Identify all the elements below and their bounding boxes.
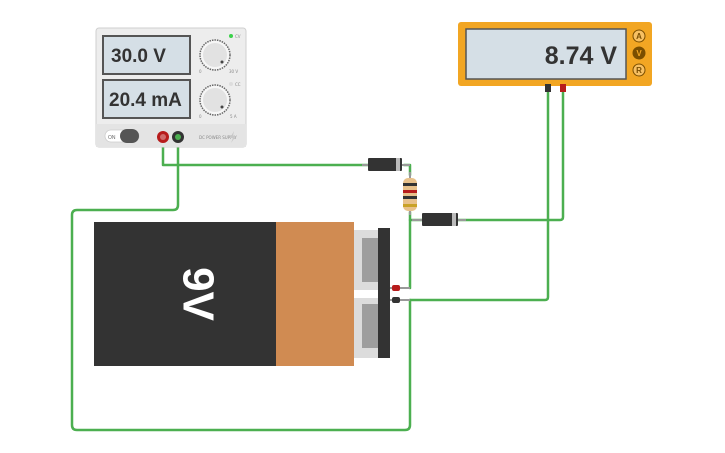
voltage-display xyxy=(102,35,191,75)
diode-2[interactable] xyxy=(412,213,466,226)
current-knob-max-label: 5 A xyxy=(230,114,237,119)
wire-diode2-to-multimeter-positive[interactable] xyxy=(456,86,565,222)
battery-label: 9V xyxy=(174,267,223,321)
diode-1[interactable] xyxy=(362,158,410,171)
supply-negative-terminal[interactable] xyxy=(172,131,184,143)
mode-button-ohmmeter-label: R xyxy=(636,66,642,75)
multimeter-display xyxy=(465,28,627,80)
mode-button-ammeter-label: A xyxy=(636,32,642,41)
multimeter-positive-probe[interactable] xyxy=(560,84,566,92)
voltage-knob-max-label: 30 V xyxy=(229,69,238,74)
cv-label: CV xyxy=(235,34,241,39)
cc-indicator-led xyxy=(229,82,233,86)
multimeter[interactable]: 8.74 V A V R xyxy=(458,22,652,92)
battery-negative-terminal[interactable] xyxy=(362,304,378,348)
battery-negative-lead[interactable] xyxy=(390,297,410,303)
multimeter-common-probe[interactable] xyxy=(545,84,551,92)
power-supply[interactable]: 30.0 V 20.4 mA CV CC 0 30 V 0 5 A xyxy=(95,27,247,148)
current-display xyxy=(102,79,191,119)
cv-indicator-led xyxy=(229,34,233,38)
voltage-knob[interactable] xyxy=(199,39,231,71)
power-switch[interactable] xyxy=(104,129,140,143)
current-knob-min-label: 0 xyxy=(199,114,202,119)
voltage-knob-min-label: 0 xyxy=(199,69,202,74)
wires xyxy=(70,86,565,432)
wire-battery-negative-to-multimeter-common[interactable] xyxy=(408,86,550,302)
mode-button-ohmmeter[interactable]: R xyxy=(632,63,646,77)
cc-label: CC xyxy=(235,82,241,87)
lightning-icon xyxy=(230,131,236,143)
battery-9v[interactable]: 9V xyxy=(94,222,410,366)
resistor[interactable] xyxy=(403,172,417,215)
current-display-text: 20.4 mA xyxy=(109,90,182,111)
multimeter-display-text: 8.74 V xyxy=(545,42,618,70)
mode-button-voltmeter-label: V xyxy=(636,49,642,58)
power-switch-label: ON xyxy=(108,135,116,141)
current-knob[interactable] xyxy=(199,84,231,116)
supply-brand-text: DC POWER SUPPLY xyxy=(199,135,237,140)
mode-button-voltmeter[interactable]: V xyxy=(632,46,646,60)
battery-positive-terminal[interactable] xyxy=(362,238,378,282)
mode-button-ammeter[interactable]: A xyxy=(632,29,646,43)
supply-positive-terminal[interactable] xyxy=(157,131,169,143)
voltage-display-text: 30.0 V xyxy=(111,46,166,67)
wire-supply-negative-to-battery-negative[interactable] xyxy=(70,136,412,432)
battery-positive-lead[interactable] xyxy=(390,285,410,291)
